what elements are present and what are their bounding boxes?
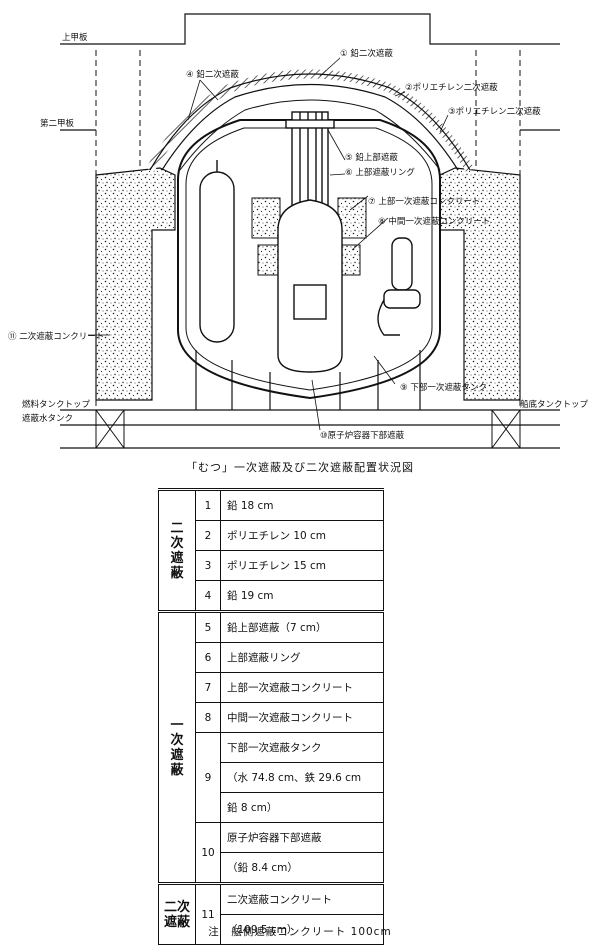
label-11: ⑪ 二次遮蔽コンクリート	[8, 331, 104, 342]
deck-outlines	[60, 13, 560, 131]
row-description: 下部一次遮蔽タンク	[220, 732, 384, 763]
steam-generator	[377, 237, 421, 336]
table-note: 注 舷側遮蔽コンクリート 100cm	[208, 926, 392, 938]
containment-vessel	[177, 119, 441, 400]
label-water-tank: 遮蔽水タンク	[22, 413, 73, 424]
tank-top-lines	[60, 409, 560, 449]
label-8: ⑧ 中間一次遮蔽コンクリート	[378, 216, 490, 227]
row-number: 1	[195, 488, 221, 521]
group-label: 一次遮蔽	[158, 610, 196, 884]
label-4: ④ 鉛二次遮蔽	[186, 69, 239, 80]
row-description: （109.5 cm）	[220, 914, 384, 945]
row-description: 鉛 19 cm	[220, 580, 384, 612]
label-second-deck: 第二甲板	[40, 118, 75, 129]
leader-lines	[88, 57, 449, 431]
supports	[195, 350, 421, 410]
label-2: ②ポリエチレン二次遮蔽	[405, 82, 498, 93]
label-10: ⑩原子炉容器下部遮蔽	[320, 430, 405, 441]
tank-cross-boxes	[95, 409, 521, 449]
row-number: 8	[195, 702, 221, 733]
label-3: ③ポリエチレン二次遮蔽	[448, 106, 541, 117]
row-description: 原子炉容器下部遮蔽	[220, 822, 384, 853]
row-description: ポリエチレン 15 cm	[220, 550, 384, 581]
row-description: 中間一次遮蔽コンクリート	[220, 702, 384, 733]
row-number: 4	[195, 580, 221, 612]
row-description: 鉛 18 cm	[220, 488, 384, 521]
row-number: 2	[195, 520, 221, 551]
row-description: 上部遮蔽リング	[220, 642, 384, 673]
row-number: 3	[195, 550, 221, 581]
label-fuel-tank-top-left: 燃料タンクトップ	[22, 399, 91, 410]
row-description: 鉛上部遮蔽（7 cm）	[220, 610, 384, 643]
table-row: 鉛 8 cm）	[159, 792, 384, 823]
row-number: 11	[195, 882, 221, 945]
group-label: 二次遮蔽	[158, 882, 196, 945]
label-9: ⑨ 下部一次遮蔽タンク	[400, 382, 487, 393]
label-5: ⑤ 鉛上部遮蔽	[345, 152, 398, 163]
row-description: 鉛 8 cm）	[220, 792, 384, 823]
label-7: ⑦ 上部一次遮蔽コンクリート	[368, 196, 480, 207]
label-upper-deck: 上甲板	[62, 32, 88, 43]
row-description: 上部一次遮蔽コンクリート	[220, 672, 384, 703]
label-fuel-tank-top-right: 船底タンクトップ	[520, 399, 589, 410]
secondary-concrete	[95, 167, 521, 401]
row-number: 7	[195, 672, 221, 703]
row-description: 二次遮蔽コンクリート	[220, 882, 384, 915]
containment-inner	[185, 127, 433, 391]
label-1: ① 鉛二次遮蔽	[340, 48, 393, 59]
pressurizer	[199, 160, 235, 343]
reactor-vessel	[277, 111, 343, 373]
group-label: 二次遮蔽	[158, 488, 196, 612]
diagram-labels: 上甲板 第二甲板 ① 鉛二次遮蔽 ②ポリエチレン二次遮蔽 ③ポリエチレン二次遮蔽…	[8, 32, 589, 441]
row-number: 6	[195, 642, 221, 673]
table-row: （109.5 cm）	[159, 914, 384, 945]
label-6: ⑥ 上部遮蔽リング	[345, 167, 415, 178]
row-number: 9	[195, 732, 221, 823]
row-description: （鉛 8.4 cm）	[220, 852, 384, 884]
row-description: ポリエチレン 10 cm	[220, 520, 384, 551]
row-number: 10	[195, 822, 221, 884]
diagram-caption: 「むつ」一次遮蔽及び二次遮蔽配置状況図	[186, 461, 414, 474]
row-number: 5	[195, 610, 221, 643]
row-description: （水 74.8 cm、鉄 29.6 cm	[220, 762, 384, 793]
shielding-diagram: 上甲板 第二甲板 ① 鉛二次遮蔽 ②ポリエチレン二次遮蔽 ③ポリエチレン二次遮蔽…	[8, 13, 589, 449]
dome-shield	[146, 69, 474, 173]
